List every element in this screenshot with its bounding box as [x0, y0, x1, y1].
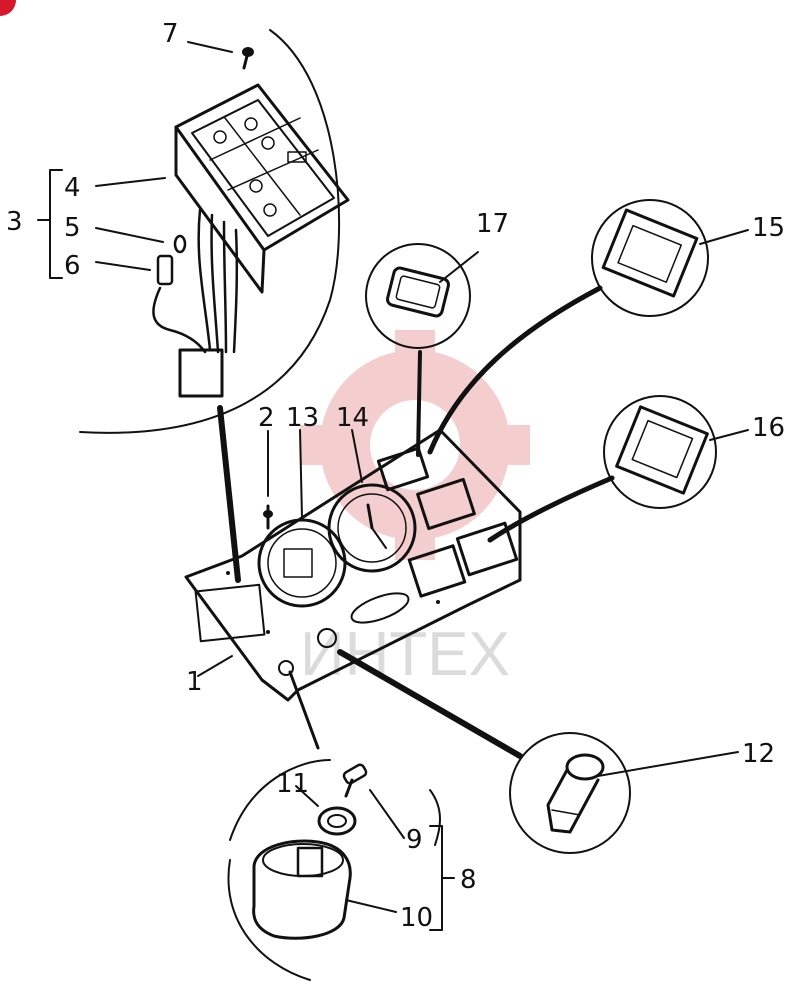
- bulb: [173, 234, 187, 254]
- callout-14: 14: [336, 403, 369, 433]
- detail-cigarette-lighter: [509, 732, 631, 854]
- callout-10: 10: [400, 903, 433, 933]
- callout-2: 2: [258, 403, 275, 433]
- callout-11: 11: [276, 769, 309, 799]
- callout-arrows: [95, 41, 749, 913]
- callout-5: 5: [64, 213, 81, 243]
- gauge-14: [327, 429, 417, 573]
- callout-17: 17: [476, 209, 509, 239]
- upper-detail-arc: [79, 29, 341, 434]
- callout-16: 16: [752, 413, 785, 443]
- group-bracket-3: [49, 169, 63, 279]
- callout-3: 3: [6, 207, 23, 237]
- lower-detail-arc-bottom: [227, 859, 311, 981]
- screw: [263, 430, 273, 530]
- panel-switch-slots: [376, 446, 519, 598]
- module-screw: [242, 47, 254, 70]
- callout-13: 13: [286, 403, 319, 433]
- watermark-text: ИНТЕХ: [300, 620, 510, 689]
- lower-detail-arc-top: [229, 759, 331, 841]
- detail-switch-16: [603, 395, 717, 509]
- harness-connector: [178, 348, 224, 398]
- key-switch-hole: [278, 660, 294, 676]
- callout-8: 8: [460, 865, 477, 895]
- ignition-key: [342, 763, 368, 798]
- warning-light-module: [174, 83, 350, 294]
- leader-lines: [217, 285, 615, 759]
- panel-slot: [350, 592, 410, 624]
- callout-7: 7: [162, 19, 179, 49]
- lighter-hole: [317, 628, 337, 648]
- wiring-harness: [152, 208, 239, 398]
- callout-6: 6: [64, 251, 81, 281]
- detail-switch-17: [365, 243, 471, 349]
- detail-switch-15: [591, 199, 709, 317]
- lower-detail-arc-right: [429, 789, 441, 846]
- callout-9: 9: [406, 825, 423, 855]
- callout-1: 1: [186, 667, 203, 697]
- ignition-switch: [252, 839, 352, 940]
- corner-marker: [0, 0, 16, 16]
- switch-nut: [317, 806, 357, 836]
- instrument-panel-plate: [184, 428, 522, 702]
- callout-15: 15: [752, 213, 785, 243]
- callout-4: 4: [64, 173, 81, 203]
- bulb-socket: [156, 254, 174, 286]
- callout-12: 12: [742, 739, 775, 769]
